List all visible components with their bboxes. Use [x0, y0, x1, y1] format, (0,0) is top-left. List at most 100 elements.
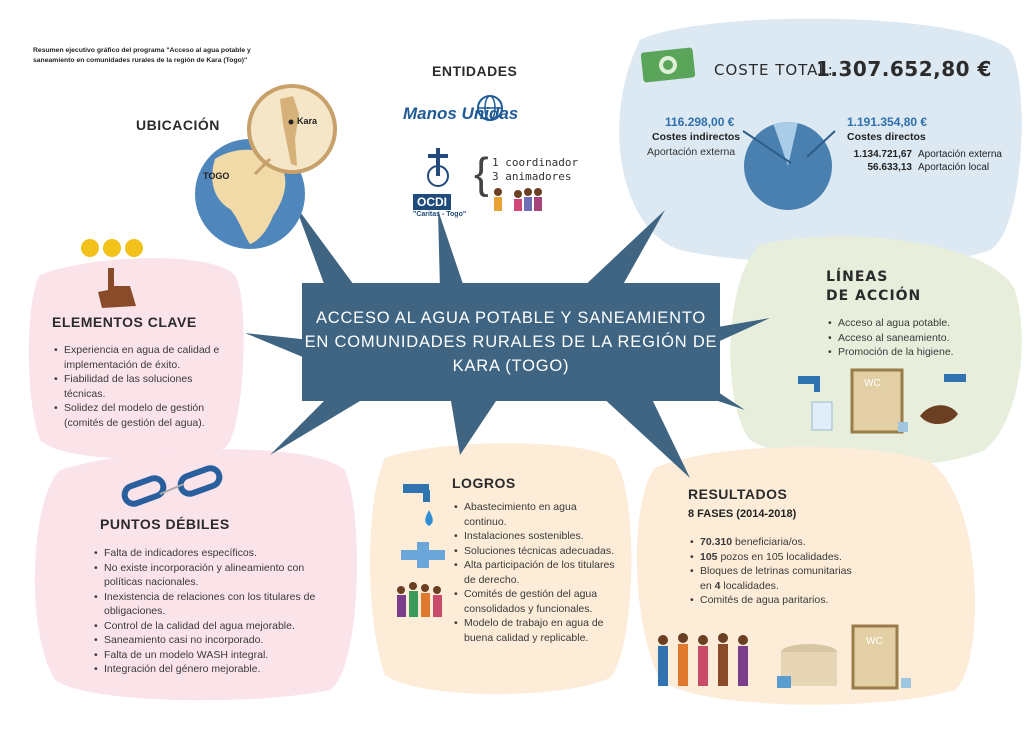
list-item: Promoción de la higiene. — [826, 345, 996, 360]
list-item: Falta de indicadores específicos. — [92, 546, 322, 561]
staff-people-icon — [494, 188, 542, 211]
center-title: ACCESO AL AGUA POTABLE Y SANEAMIENTO EN … — [304, 309, 718, 375]
pointing-hand-icon — [98, 268, 136, 308]
logros-list: Abastecimiento en agua continuo. Instala… — [452, 500, 622, 645]
r3-text-a: Bloques de letrinas comunitarias — [700, 565, 852, 577]
puntos-list: Falta de indicadores específicos. No exi… — [92, 546, 322, 677]
puntos-title: PUNTOS DÉBILES — [100, 516, 230, 532]
direct-row: 1.134.721,67 Aportación externa — [846, 148, 1002, 161]
r3-value: 4 — [714, 579, 721, 592]
list-item: Abastecimiento en agua continuo. — [452, 500, 622, 529]
ocdi-cross-icon — [427, 148, 449, 187]
direct-row-label: Aportación local — [918, 162, 990, 173]
togo-map — [195, 84, 337, 249]
lineas-illustration — [798, 368, 966, 434]
coste-total: 1.307.652,80 € — [816, 57, 992, 81]
resultados-wc-label: WC — [866, 636, 883, 647]
coste-title: COSTE TOTAL: — [714, 61, 834, 79]
list-item: Comités de gestión del agua consolidados… — [452, 587, 622, 616]
direct-label: Costes directos — [847, 131, 926, 143]
r3-text-b: en — [700, 579, 715, 592]
list-item: Instalaciones sostenibles. — [452, 529, 622, 544]
staff-list: 1 coordinador 3 animadores — [492, 156, 578, 184]
dot-icon — [125, 239, 143, 257]
bucket-icon — [777, 676, 791, 688]
list-item: 70.310 beneficiaria/os. — [688, 535, 918, 550]
list-item: Comités de agua paritarios. — [688, 593, 918, 608]
tap-icon — [798, 376, 820, 384]
list-item: Acceso al saneamiento. — [826, 331, 996, 346]
list-item: Modelo de trabajo en agua de buena calid… — [452, 616, 622, 645]
globe-icon — [477, 95, 503, 121]
cost-pie — [744, 122, 832, 210]
logros-title: LOGROS — [452, 475, 516, 491]
direct-row-label: Aportación externa — [918, 149, 1002, 160]
list-item: Saneamiento casi no incorporado. — [92, 633, 322, 648]
logros-icons — [397, 484, 445, 617]
broken-chain-icon — [121, 465, 223, 507]
direct-value: 1.191.354,80 € — [847, 115, 928, 129]
list-item: Falta de un modelo WASH integral. — [92, 648, 322, 663]
pie-indirect — [773, 122, 798, 166]
center-title-box: ACCESO AL AGUA POTABLE Y SANEAMIENTO EN … — [302, 283, 720, 401]
tap-icon — [403, 484, 429, 493]
r1-value: 70.310 — [700, 536, 733, 548]
list-item: Solidez del modelo de gestión (comités d… — [52, 401, 222, 430]
indirect-value: 116.298,00 € — [665, 115, 735, 129]
wc-door-icon — [850, 368, 904, 434]
direct-row-value: 56.633,13 — [867, 162, 913, 173]
staff-animators: 3 animadores — [492, 170, 572, 183]
r1-text: beneficiaria/os. — [732, 536, 806, 548]
list-item: Integración del género mejorable. — [92, 662, 322, 677]
r3-text-c: localidades. — [720, 579, 779, 592]
lineas-list: Acceso al agua potable. Acceso al saneam… — [826, 316, 996, 360]
indirect-sub: Aportación externa — [647, 146, 736, 158]
lineas-title: LÍNEAS DE ACCIÓN — [826, 268, 921, 306]
ocdi-sub: "Caritas - Togo" — [413, 211, 467, 218]
r2-value: 105 — [700, 550, 718, 563]
water-drop-icon — [425, 510, 433, 526]
ubicacion-title: UBICACIÓN — [136, 117, 220, 133]
lineas-title-line2: DE ACCIÓN — [826, 288, 922, 304]
list-item: No existe incorporación y alineamiento c… — [92, 561, 322, 590]
summary-note: Resumen ejecutivo gráfico del programa "… — [33, 47, 251, 64]
people-icon — [658, 633, 748, 686]
center-spikes — [245, 205, 770, 478]
indirect-label: Costes indirectos — [652, 131, 741, 143]
list-item: Control de la calidad del agua mejorable… — [92, 619, 322, 634]
direct-row-value: 1.134.721,67 — [853, 149, 912, 160]
direct-row: 56.633,13 Aportación local — [846, 161, 1002, 174]
ubicacion-country: TOGO — [203, 171, 230, 181]
resultados-subtitle: 8 FASES (2014-2018) — [688, 508, 797, 520]
elementos-icon — [81, 239, 143, 308]
lineas-title-line1: LÍNEAS — [826, 269, 889, 285]
banknote-icon — [640, 47, 696, 83]
staff-brace: { — [474, 149, 489, 198]
list-item: Acceso al agua potable. — [826, 316, 996, 331]
list-item: Soluciones técnicas adecuadas. — [452, 544, 622, 559]
dot-icon — [103, 239, 121, 257]
resultados-illustration — [658, 624, 911, 690]
lineas-wc-label: WC — [864, 378, 881, 389]
list-item: 105 pozos en 105 localidades. — [688, 550, 918, 565]
resultados-list: 70.310 beneficiaria/os. 105 pozos en 105… — [688, 535, 918, 608]
pie-leader-lines — [742, 130, 836, 164]
ubicacion-region: Kara — [297, 116, 318, 126]
elementos-title: ELEMENTOS CLAVE — [52, 314, 197, 330]
wc-door-icon — [851, 624, 899, 690]
list-item: Fiabilidad de las soluciones técnicas. — [52, 372, 222, 401]
ocdi-logo: OCDI — [413, 194, 451, 210]
list-item: Inexistencia de relaciones con los titul… — [92, 590, 322, 619]
list-item: Experiencia en agua de calidad e impleme… — [52, 343, 222, 372]
entidades-title: ENTIDADES — [432, 63, 518, 79]
direct-rows: 1.134.721,67 Aportación externa 56.633,13… — [846, 148, 1002, 174]
hands-icon — [920, 405, 958, 425]
staff-coordinator: 1 coordinador — [492, 156, 579, 169]
resultados-title: RESULTADOS — [688, 486, 788, 502]
list-item: Alta participación de los titulares de d… — [452, 558, 622, 587]
list-item: Bloques de letrinas comunitarias en 4 loc… — [688, 564, 918, 593]
dot-icon — [81, 239, 99, 257]
r2-text: pozos en 105 localidades. — [717, 550, 842, 563]
elementos-list: Experiencia en agua de calidad e impleme… — [52, 343, 222, 430]
people-icon — [397, 582, 442, 617]
